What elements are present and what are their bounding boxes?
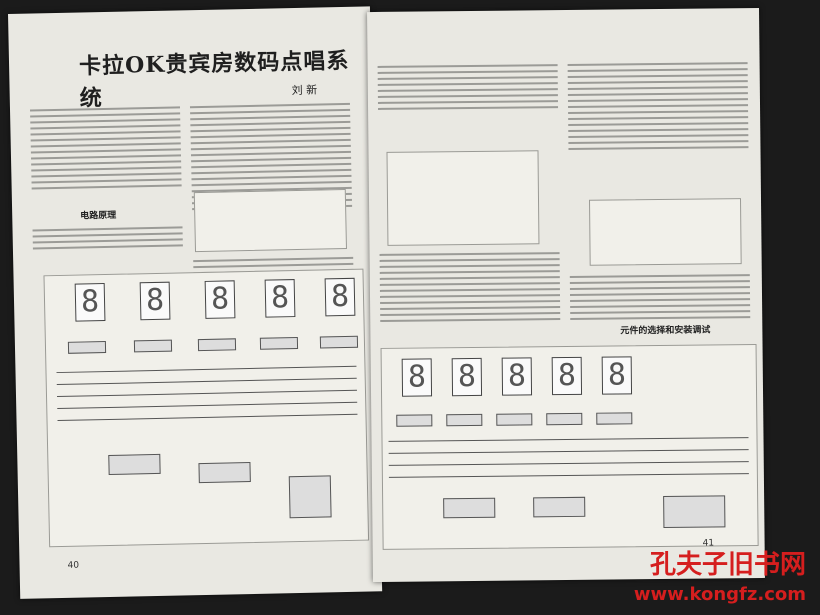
bus-wire [57,401,358,410]
ic-chip [259,337,299,350]
seven-segment-display [551,356,583,396]
watermark-url: www.kongfz.com [633,584,806,605]
circuit-schematic-right [380,344,759,550]
intro-text-block [30,102,182,193]
watermark-logo: 孔夫子旧书网 [649,550,806,580]
page-number: 40 [67,560,80,571]
seven-segment-display [401,358,433,397]
power-block-diagram [589,198,742,266]
bus-wire [388,473,749,478]
bus-wire [56,377,357,386]
ic-chip [446,413,483,427]
ic-chip [288,475,332,519]
bus-wire [388,449,749,454]
ic-chip [533,496,586,518]
seven-segment-display [501,357,533,396]
bus-wire [57,389,357,398]
ic-chip [443,497,496,519]
body-text-column-right-3 [379,248,561,326]
ic-chip [319,335,359,349]
seven-segment-display [264,279,296,318]
ic-chip [133,339,173,353]
circuit-schematic-left [43,268,370,548]
seven-segment-display [204,280,236,319]
ic-chip [198,462,251,484]
ic-chip [396,414,433,427]
seven-segment-display [74,283,106,322]
ic-chip [596,412,633,425]
ic-chip [197,338,237,352]
principle-text-block [32,222,183,253]
seven-segment-display [139,281,171,321]
ic-chip [546,412,583,426]
ic-chip [108,453,161,475]
power-supply-block [663,495,726,528]
seven-segment-display [601,356,633,395]
bus-wire [388,437,749,442]
ic-chip [67,341,107,354]
author-name: 刘 新 [291,83,318,98]
seven-segment-display [324,277,356,317]
left-page: 卡拉OK贵宾房数码点唱系统 刘 新 电路原理 [8,6,383,599]
seven-segment-display [451,357,483,397]
keyboard-matrix-diagram [386,150,540,246]
right-page: 元件的选择和安装调试 41 [367,7,765,583]
body-text-column-right-1 [377,60,559,114]
bus-wire [56,365,357,374]
section-heading: 电路原理 [80,210,117,222]
body-text-column-right-4 [569,270,751,324]
block-diagram [193,188,347,253]
body-text-column-right-2 [567,58,749,154]
section-heading: 元件的选择和安装调试 [620,325,711,337]
ic-chip [496,413,533,426]
bus-wire [57,413,358,422]
bus-wire [388,461,749,466]
